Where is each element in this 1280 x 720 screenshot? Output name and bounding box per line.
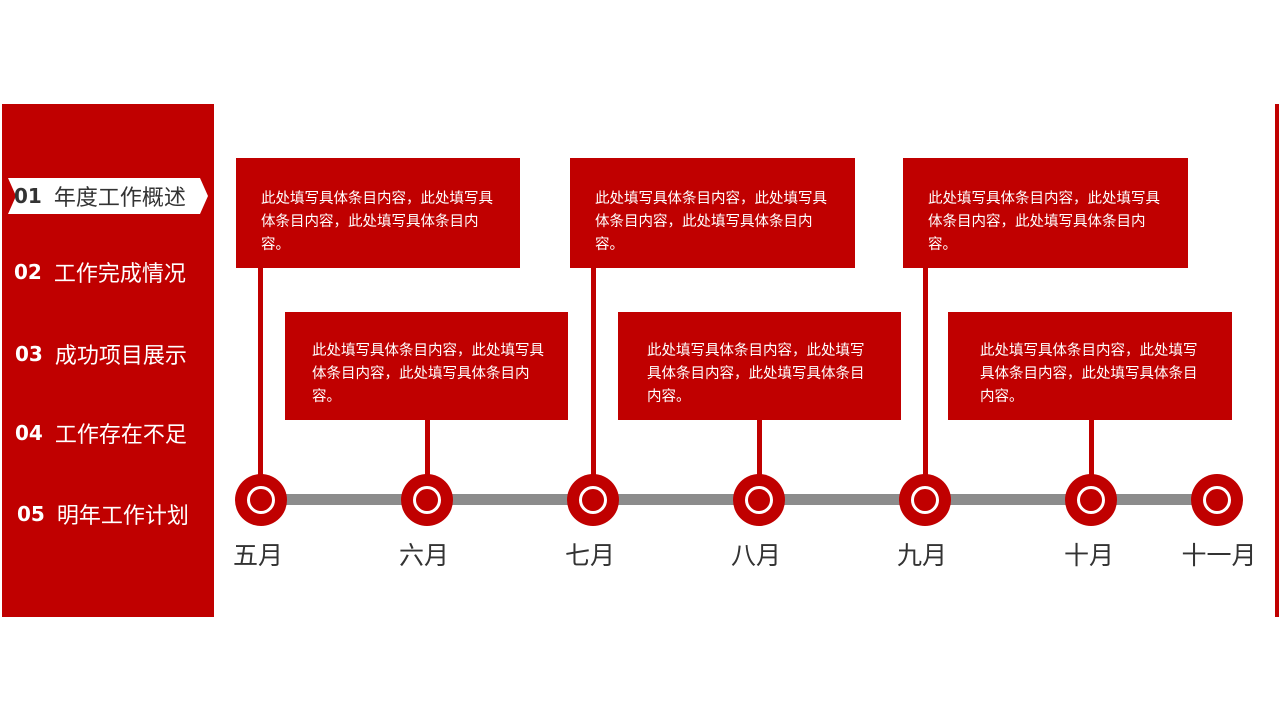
- callout-connector: [923, 266, 928, 478]
- nav-item-label: 成功项目展示: [54, 344, 187, 369]
- timeline-node-august[interactable]: [733, 474, 785, 526]
- nav-item-number: 02: [14, 260, 42, 284]
- month-label: 九月: [896, 541, 947, 570]
- callout-box-august[interactable]: 此处填写具体条目内容，此处填写具体条目内容，此处填写具体条目内容。: [618, 312, 901, 420]
- right-edge-bar: [1275, 104, 1279, 617]
- node-ring: [1077, 486, 1105, 514]
- callout-connector: [1089, 418, 1094, 478]
- month-label: 十一月: [1181, 541, 1257, 570]
- nav-item-label: 年度工作概述: [53, 186, 186, 211]
- nav-item-projects[interactable]: 03 成功项目展示: [2, 336, 214, 372]
- month-label: 五月: [232, 541, 283, 570]
- callout-box-september[interactable]: 此处填写具体条目内容，此处填写具体条目内容，此处填写具体条目内容。: [903, 158, 1188, 268]
- node-ring: [911, 486, 939, 514]
- nav-item-number: 05: [17, 502, 45, 526]
- timeline-node-june[interactable]: [401, 474, 453, 526]
- nav-item-overview[interactable]: 01 年度工作概述: [2, 178, 214, 214]
- node-ring: [247, 486, 275, 514]
- node-ring: [1203, 486, 1231, 514]
- month-label: 十月: [1063, 541, 1114, 570]
- nav-item-shortcomings[interactable]: 04 工作存在不足: [2, 415, 214, 451]
- active-indicator: [8, 178, 208, 214]
- callout-box-july[interactable]: 此处填写具体条目内容，此处填写具体条目内容，此处填写具体条目内容。: [570, 158, 855, 268]
- callout-box-may[interactable]: 此处填写具体条目内容，此处填写具体条目内容，此处填写具体条目内容。: [236, 158, 520, 268]
- callout-text: 此处填写具体条目内容，此处填写具体条目内容，此处填写具体条目内容。: [261, 191, 493, 253]
- nav-item-label: 工作完成情况: [53, 262, 186, 287]
- callout-text: 此处填写具体条目内容，此处填写具体条目内容，此处填写具体条目内容。: [980, 343, 1198, 405]
- nav-item-completion[interactable]: 02 工作完成情况: [2, 254, 214, 290]
- callout-connector: [591, 266, 596, 478]
- month-label: 七月: [564, 541, 615, 570]
- callout-box-october[interactable]: 此处填写具体条目内容，此处填写具体条目内容，此处填写具体条目内容。: [948, 312, 1232, 420]
- month-label: 六月: [398, 541, 449, 570]
- callout-text: 此处填写具体条目内容，此处填写具体条目内容，此处填写具体条目内容。: [647, 343, 865, 405]
- callout-connector: [757, 418, 762, 478]
- nav-item-label: 明年工作计划: [56, 504, 189, 529]
- timeline-node-july[interactable]: [567, 474, 619, 526]
- callout-connector: [258, 266, 263, 478]
- callout-box-june[interactable]: 此处填写具体条目内容，此处填写具体条目内容，此处填写具体条目内容。: [285, 312, 568, 420]
- node-ring: [413, 486, 441, 514]
- callout-connector: [425, 418, 430, 478]
- timeline-node-may[interactable]: [235, 474, 287, 526]
- timeline-node-november[interactable]: [1191, 474, 1243, 526]
- month-label: 八月: [730, 541, 781, 570]
- timeline-node-october[interactable]: [1065, 474, 1117, 526]
- nav-item-label: 工作存在不足: [54, 423, 187, 448]
- node-ring: [579, 486, 607, 514]
- callout-text: 此处填写具体条目内容，此处填写具体条目内容，此处填写具体条目内容。: [595, 191, 827, 253]
- timeline-node-september[interactable]: [899, 474, 951, 526]
- callout-text: 此处填写具体条目内容，此处填写具体条目内容，此处填写具体条目内容。: [928, 191, 1160, 253]
- node-ring: [745, 486, 773, 514]
- sidebar-nav: 01 年度工作概述 02 工作完成情况 03 成功项目展示 04 工作存在不足 …: [2, 104, 214, 617]
- nav-item-plan[interactable]: 05 明年工作计划: [2, 496, 214, 532]
- nav-item-number: 04: [15, 421, 43, 445]
- nav-item-number: 03: [15, 342, 43, 366]
- nav-item-number: 01: [14, 184, 42, 208]
- callout-text: 此处填写具体条目内容，此处填写具体条目内容，此处填写具体条目内容。: [312, 343, 544, 405]
